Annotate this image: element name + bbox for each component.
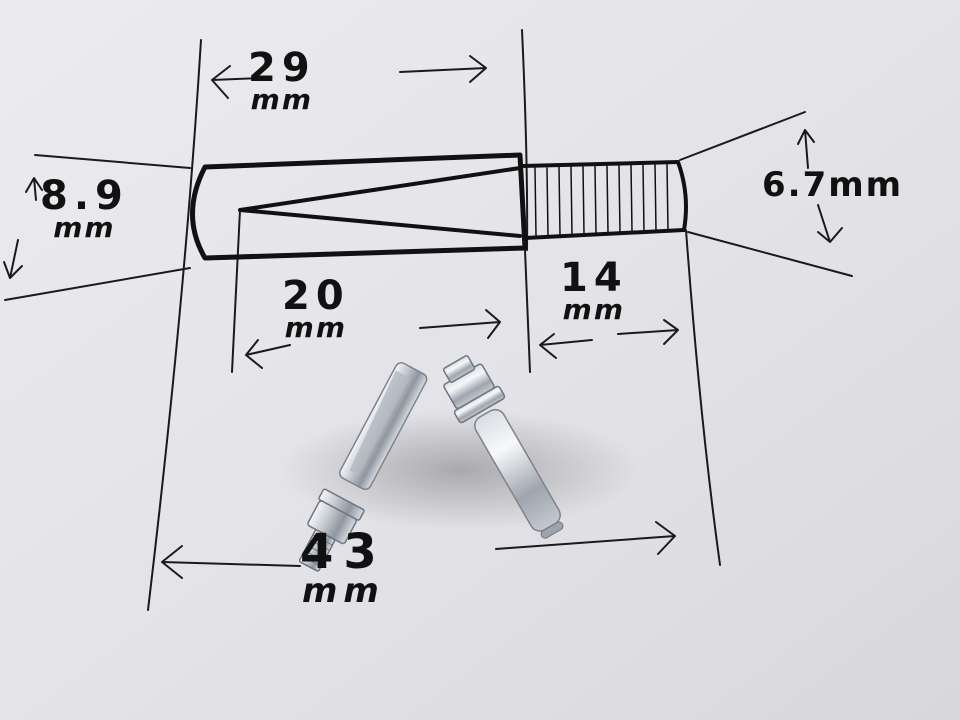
dim-thread-diameter-text: 6.7mm [762,165,904,205]
extension-lines [4,29,853,611]
dim-overall-span-unit: mm [301,571,385,611]
left-pin-photo [298,362,428,572]
pin-body-outline [190,152,528,261]
dim-total-length-number: 29 [248,45,316,91]
dim-overall-span-number: 43 [300,524,387,580]
dim-overall-span: 43 mm [300,528,387,608]
dim-total-length: 29 mm [248,48,316,114]
taper-flat [238,166,522,238]
right-pin-photo [442,355,564,539]
dim-pin-diameter-unit: mm [53,211,116,244]
dim-flat-length-number: 20 [282,273,350,319]
dim-thread-length: 14 mm [560,258,628,324]
pin-sketch [190,152,688,261]
dim-thread-length-unit: mm [562,293,626,326]
thread-hatching [534,162,669,237]
dimension-arrows [3,55,843,579]
dim-flat-length: 20 mm [282,276,350,342]
dim-pin-diameter-number: 8.9 [40,173,129,219]
dim-thread-length-number: 14 [560,255,628,301]
dim-flat-length-unit: mm [284,311,348,344]
dim-thread-diameter: 6.7mm [762,168,903,202]
dim-pin-diameter: 8.9 mm [40,176,129,242]
thread-outline [520,160,688,240]
dim-total-length-unit: mm [250,83,314,116]
